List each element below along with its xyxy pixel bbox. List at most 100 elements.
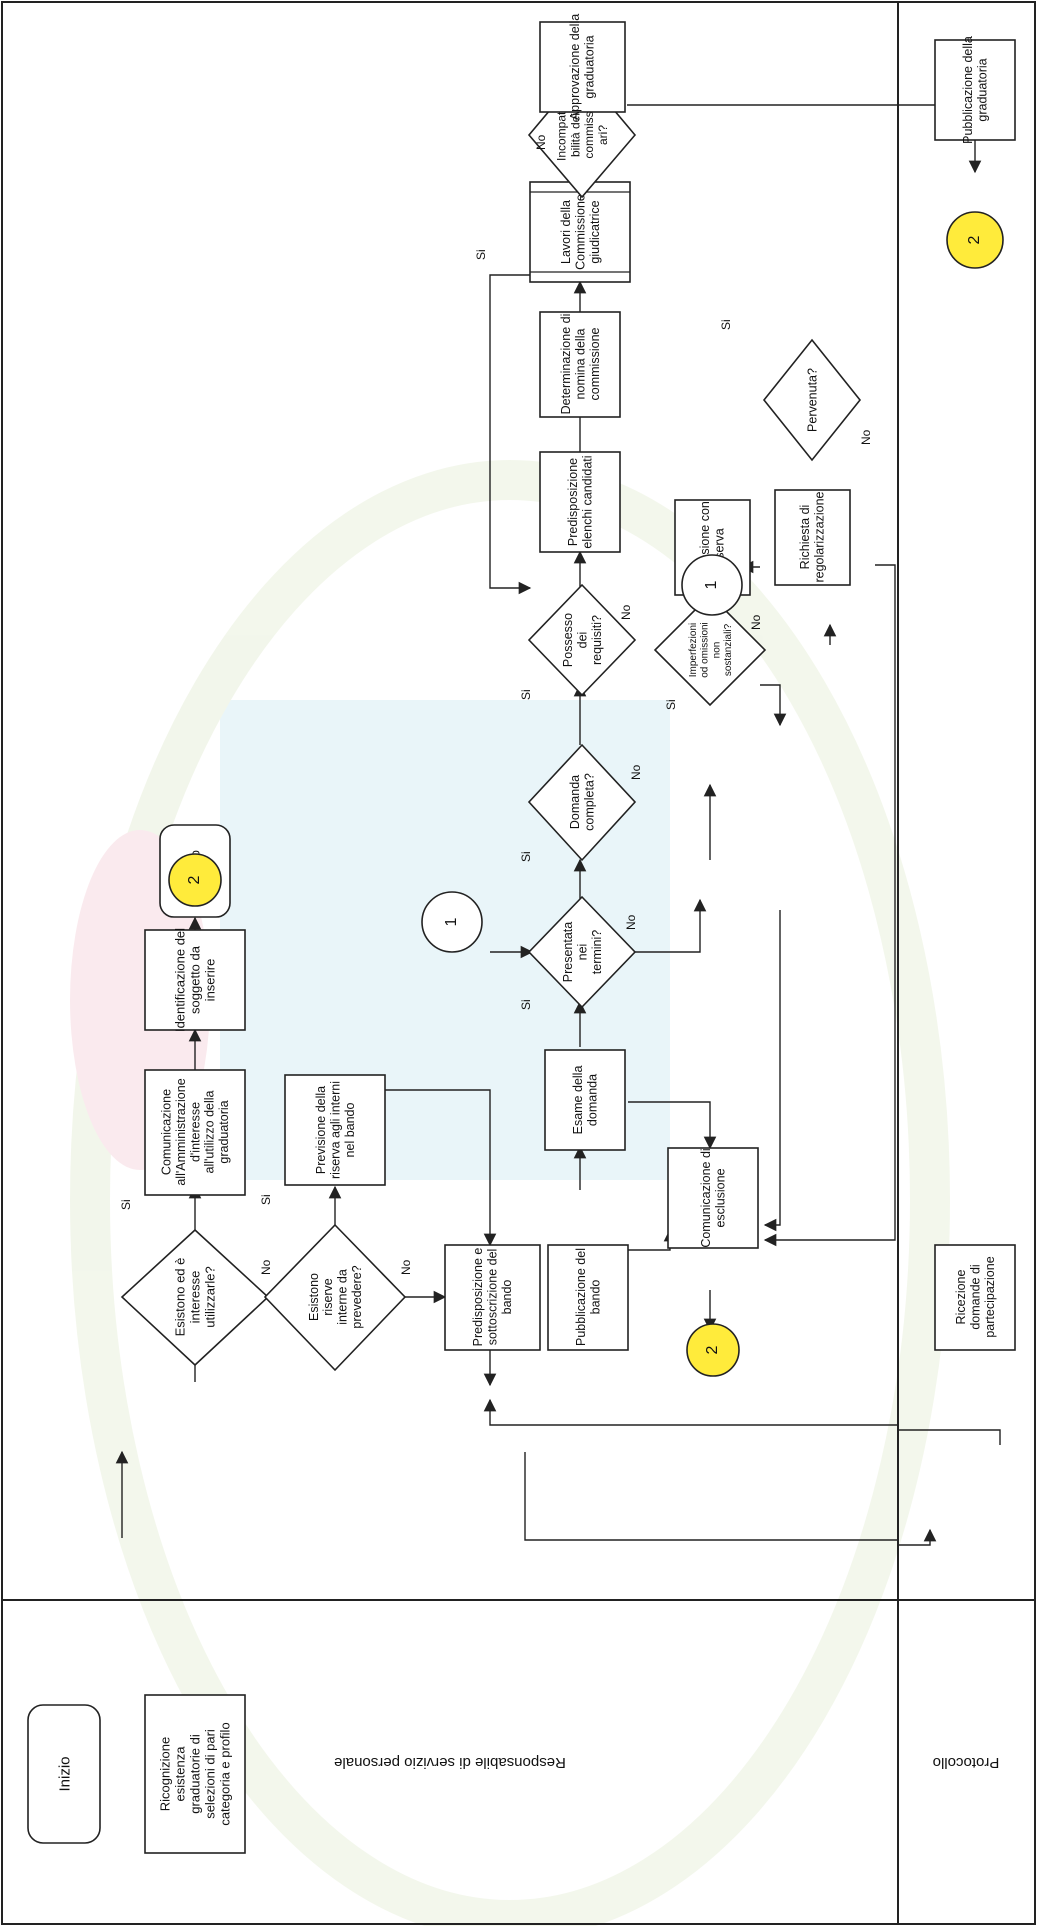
process-ricognizione: Ricognizioneesistenzagraduatorie diselez… [144,1694,246,1854]
incompatibilita-line: Incompati [555,109,569,161]
imperfezioni-line: Imperfezioni [688,623,699,677]
lane-title-personale: Responsabile di servizio personale [334,1754,566,1771]
identificazione-line: soggetto da [188,945,203,1014]
lavori-commissione-line: Commissione [573,194,587,270]
edge-label-si-3: Si [519,999,533,1010]
lavori-commissione-line: giudicatrice [588,200,602,263]
edge-label-no-2: No [399,1259,413,1275]
process-pubblicazione-graduatoria: Pubblicazione dellagraduatoria [934,36,1016,144]
decision-esistono-riserve: Esistonoriserveinterne daprevedere? [263,1223,407,1372]
comunicazione-esclusione-label: Comunicazione diesclusione [699,1148,727,1247]
determinazione-line: Determinazione di [559,314,573,415]
process-comunicazione-esclusione: Comunicazione diesclusione [667,1147,759,1249]
process-approvazione: Approvazione dellagraduatoria [539,14,626,120]
pubblicazione-bando-line: Pubblicazione del [574,1248,588,1346]
edge-label-no-1: No [259,1259,273,1275]
domanda-completa-line: Domanda [568,775,582,829]
esistono-riserve-line: riserve [321,1278,335,1316]
lane-label-personale: Responsabile di servizio personale [334,1754,566,1771]
presentata-termini-line: termini? [590,930,604,975]
lane-label-protocollo: Protocollo [933,1754,1000,1771]
lane-title-protocollo: Protocollo [933,1754,1000,1771]
imperfezioni-line: od omissioni [700,622,711,678]
esistono-graduatorie-line: Esistono ed è [173,1258,188,1337]
esame-domanda-line: Esame della [571,1066,585,1135]
decision-possesso-requisiti: Possessodeirequisiti? [527,583,637,697]
determinazione-label: Determinazione dinomina dellacommissione [559,314,602,415]
comunicazione-amm-line: all'Amministrazione [174,1078,188,1185]
edge-label-si-7: Si [474,249,488,260]
identificazione-line: Identificazione del [173,928,188,1032]
ricognizione-line: esistenza [173,1746,188,1802]
connector-2-ritorno-label: 2 [186,875,203,884]
comunicazione-amm-label: Comunicazioneall'Amministrazioned'intere… [160,1078,232,1185]
imperfezioni-line: non [711,642,722,659]
edge-label-si-4: Si [519,851,533,862]
lavori-commissione-line: Lavori della [559,200,573,264]
predisposizione-elenchi-line: Predisposizione [566,458,580,546]
connector-1-entry: 1 [421,891,483,953]
domanda-completa-label: Domandacompleta? [568,773,596,831]
process-esame-domanda: Esame delladomanda [544,1049,626,1151]
richiesta-regolarizzazione-line: regolarizzazione [813,491,827,582]
connector-1-entry-label: 1 [443,917,460,926]
esistono-riserve-label: Esistonoriserveinterne daprevedere? [307,1265,364,1328]
esistono-riserve-line: interne da [336,1269,350,1325]
incompatibilita-line: bilità dei [568,113,582,157]
possesso-requisiti-line: requisiti? [590,615,604,665]
determinazione-line: commissione [588,327,602,400]
incompatibilita-label: Incompatibilità deicommissari? [555,109,610,161]
comunicazione-amm-line: d'interesse [188,1102,202,1162]
decision-pervenuta: Pervenuta? [762,338,862,462]
pubblicazione-graduatoria-label: Pubblicazione dellagraduatoria [961,36,989,144]
richiesta-regolarizzazione-line: Richiesta di [798,505,812,570]
determinazione-line: nomina della [573,329,587,400]
process-predisposizione-bando: Predisposizione esottoscrizione delbando [444,1244,541,1351]
pubblicazione-graduatoria-line: graduatoria [976,58,990,121]
ricezione-domande-line: partecipazione [983,1256,997,1337]
esistono-graduatorie-line: interesse [188,1271,203,1324]
previsione-riserva-line: nel bando [343,1102,357,1157]
edge-label-si-5: Si [519,689,533,700]
ricognizione-line: categoria e profilo [217,1722,232,1825]
ricezione-domande-label: Ricezionedomande dipartecipazione [954,1256,997,1337]
ricognizione-line: graduatorie di [188,1734,203,1814]
predisposizione-bando-line: bando [500,1280,514,1315]
decision-incompatibilita: Incompatibilità deicommissari? [527,70,637,199]
predisposizione-bando-line: Predisposizione e [471,1248,485,1347]
connector-2-ritorno: 2 [168,853,222,907]
pubblicazione-bando-line: bando [589,1280,603,1315]
imperfezioni-label: Imperfezioniod omissioninonsostanziali? [688,622,734,678]
possesso-requisiti-line: dei [575,632,589,649]
edge-label-si-6: Si [664,699,678,710]
presentata-termini-line: Presentata [561,922,575,983]
decision-imperfezioni: Imperfezioniod omissioninonsostanziali? [653,593,767,707]
decision-domanda-completa: Domandacompleta? [527,743,637,862]
decision-presentata-termini: Presentataneitermini? [527,895,637,1009]
connector-2-esclusione-label: 2 [704,1345,721,1354]
richiesta-regolarizzazione-label: Richiesta diregolarizzazione [798,491,826,582]
comunicazione-esclusione-line: Comunicazione di [699,1148,713,1247]
presentata-termini-line: nei [575,944,589,961]
connector-1-exit-label: 1 [703,580,720,589]
process-richiesta-regolarizzazione: Richiesta diregolarizzazione [774,489,851,586]
presentata-termini-label: Presentataneitermini? [561,922,604,983]
domanda-completa-line: completa? [583,773,597,831]
identificazione-line: inserire [203,959,218,1002]
pubblicazione-bando-label: Pubblicazione delbando [574,1248,602,1346]
edge-label-no-3: No [624,914,638,930]
edge-label-si-8: Si [719,319,733,330]
start-terminal: Inizio [27,1704,101,1844]
edge-label-no-7: No [534,134,548,150]
pervenuta-line: Pervenuta? [805,368,819,432]
connector-2-esclusione: 2 [686,1323,740,1377]
edge-label-no-8: No [859,429,873,445]
incompatibilita-line: ari? [596,125,610,145]
ricognizione-line: Ricognizione [158,1737,173,1811]
imperfezioni-line: sostanziali? [723,623,734,676]
edge-label-no-6: No [749,614,763,630]
identificazione-label: Identificazione delsoggetto dainserire [173,928,218,1032]
